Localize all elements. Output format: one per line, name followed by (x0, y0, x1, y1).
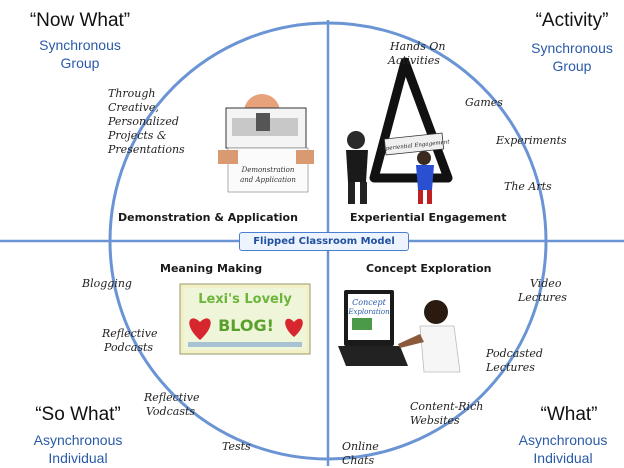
center-label: Flipped Classroom Model (239, 232, 409, 251)
experiential-photo: Experiential Engagement (346, 57, 453, 204)
br-item: Online (342, 440, 379, 453)
br-item: Lectures (486, 361, 535, 374)
tr-item: The Arts (504, 180, 552, 193)
bl-item: Tests (222, 440, 251, 453)
tl-item: Through (108, 87, 156, 100)
bl-item: Blogging (82, 277, 132, 290)
concept-photo: Concept Exploration (338, 290, 461, 373)
demonstration-photo-caption-2: and Application (240, 176, 296, 184)
so-what-subtitle-1: Asynchronous (33, 432, 123, 448)
br-item: Video (530, 277, 562, 290)
blog-photo-caption-2: BLOG! (218, 316, 274, 335)
demonstration-photo: Demonstration and Application (218, 94, 314, 193)
tr-item: Hands On (390, 40, 446, 53)
concept-photo-caption-2: Exploration (347, 308, 390, 316)
quadrant-label-meaning-making: Meaning Making (160, 262, 263, 275)
what-title: “What” (540, 404, 598, 425)
br-item: Websites (410, 414, 460, 427)
br-item: Podcasted (486, 347, 543, 360)
tl-item: Personalized (108, 115, 179, 128)
quadrant-label-experiential: Experiential Engagement (350, 211, 507, 224)
activity-title: “Activity” (535, 10, 609, 31)
tr-item: Games (465, 96, 503, 109)
heart-icon (285, 318, 303, 337)
now-what-title: “Now What” (29, 10, 131, 31)
quadrant-label-demonstration: Demonstration & Application (118, 211, 298, 224)
tl-item: Presentations (108, 143, 185, 156)
activity-subtitle-2: Group (552, 58, 592, 74)
concept-photo-caption-1: Concept (352, 298, 386, 307)
bl-item: Vodcasts (146, 405, 196, 418)
br-item: Content-Rich (410, 400, 484, 413)
heart-icon (189, 318, 211, 340)
now-what-subtitle-2: Group (60, 55, 100, 71)
tr-item: Experiments (496, 134, 567, 147)
tl-item: Creative, (108, 101, 159, 114)
br-item: Lectures (518, 291, 567, 304)
tl-item: Projects & (108, 129, 167, 142)
so-what-subtitle-2: Individual (48, 450, 108, 466)
blog-photo: Lexi's Lovely BLOG! (179, 283, 311, 355)
what-subtitle-2: Individual (533, 450, 593, 466)
bl-item: Reflective (102, 327, 158, 340)
what-subtitle-1: Asynchronous (518, 432, 608, 448)
bl-item: Podcasts (104, 341, 154, 354)
activity-subtitle-1: Synchronous (531, 40, 613, 56)
bl-item: Reflective (144, 391, 200, 404)
tr-item: Activities (388, 54, 440, 67)
demonstration-photo-caption-1: Demonstration (241, 166, 295, 174)
blog-photo-caption-1: Lexi's Lovely (198, 292, 292, 307)
now-what-subtitle-1: Synchronous (39, 37, 121, 53)
br-item: Chats (342, 454, 375, 467)
quadrant-label-concept-exploration: Concept Exploration (366, 262, 492, 275)
so-what-title: “So What” (35, 404, 121, 425)
